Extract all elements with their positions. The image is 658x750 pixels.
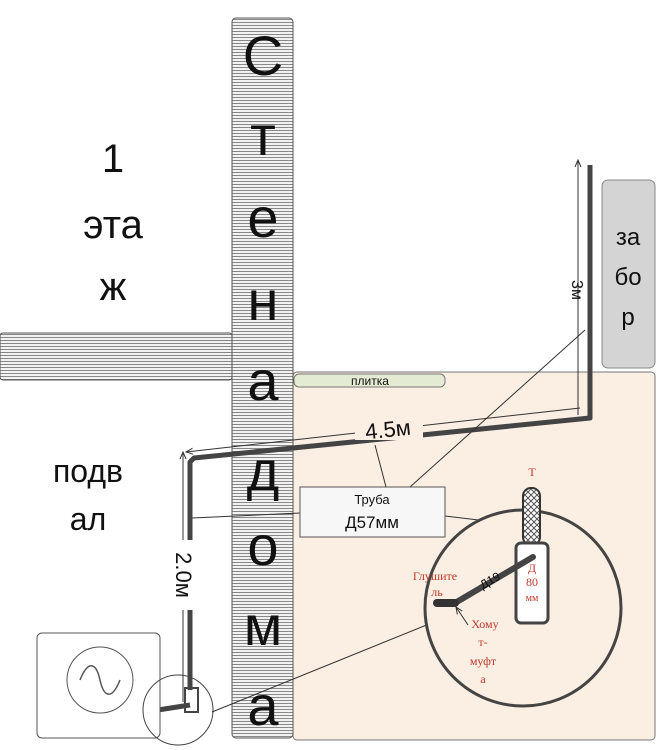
detail-marker (142, 674, 214, 746)
boiler (36, 632, 161, 739)
fence (601, 179, 656, 369)
wall-letter: о (247, 514, 278, 577)
fence-label-1: за (616, 224, 641, 251)
floor-1-label: ж (100, 265, 127, 309)
wall-letter: т (250, 104, 276, 167)
pipe-callout-line1: Труба (354, 492, 390, 507)
fence-label-2: бо (614, 264, 641, 291)
floor-1-label: 1 (102, 137, 124, 181)
basement-label: ал (70, 501, 106, 537)
wall-label: С т е н а д о м а (243, 24, 283, 737)
hatched-pipe (522, 487, 541, 546)
dim-4.5m-label: 4.5м (364, 415, 412, 445)
d80-label: Д (528, 561, 536, 575)
wall-letter: а (247, 349, 279, 412)
wall-letter: м (244, 594, 283, 657)
clamp-label: т- (478, 635, 487, 649)
clamp-label: муфт (470, 654, 497, 668)
d80-label: 80 (526, 575, 538, 589)
wall-letter: С (243, 24, 283, 87)
clamp-label: Хому (471, 617, 498, 631)
muffler-label: ль (431, 585, 443, 599)
floor-slab (0, 332, 233, 381)
tile-label: плитка (351, 374, 389, 388)
dim-3m-label: 3м (568, 280, 585, 300)
basement-label: подв (53, 453, 123, 489)
clamp-label: а (480, 672, 486, 686)
pipe-callout (299, 486, 446, 538)
muffler-label: Глушите (413, 569, 457, 583)
pipe-callout-line2: Д57мм (345, 513, 399, 532)
tile-strip (293, 373, 446, 388)
wall-letter: а (247, 674, 279, 737)
sine-wave-icon (66, 646, 134, 714)
house-wall (231, 17, 294, 739)
pipe-label: Т (528, 465, 536, 479)
exhaust-pipe (187, 165, 593, 690)
fence-label-3: р (621, 304, 634, 331)
pipe-d19 (452, 554, 536, 606)
wall-letter: н (248, 269, 279, 332)
pipe-joint (184, 687, 199, 713)
dim-2m-label: 2.0м (171, 552, 196, 598)
d80-label: мм (526, 593, 539, 604)
wall-letter: е (247, 186, 278, 249)
floor-1-label: эта (83, 203, 143, 247)
